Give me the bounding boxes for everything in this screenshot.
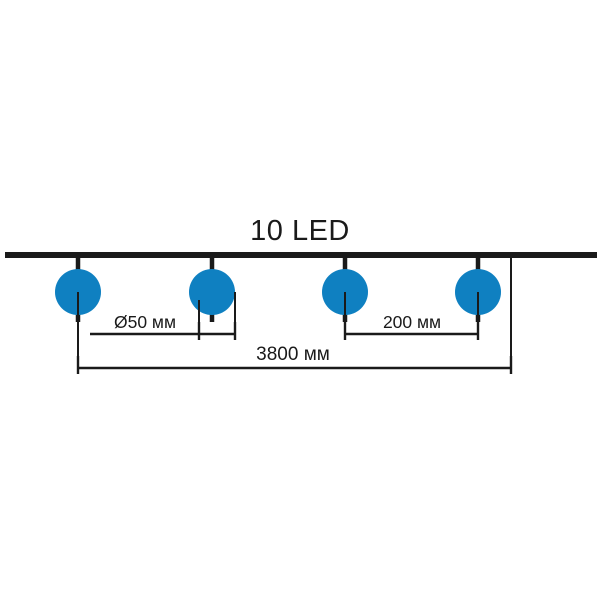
bulb-spacing-label: 200 мм [383, 312, 441, 332]
page-title: 10 LED [250, 215, 350, 247]
bulb-diameter-label: Ø50 мм [114, 312, 176, 332]
total-length-label: 3800 мм [256, 344, 330, 365]
led-bulb-2 [189, 269, 235, 315]
dimension-lines-group [76, 322, 513, 374]
dimension-labels-group: Ø50 мм 200 мм 3800 мм [114, 312, 441, 365]
